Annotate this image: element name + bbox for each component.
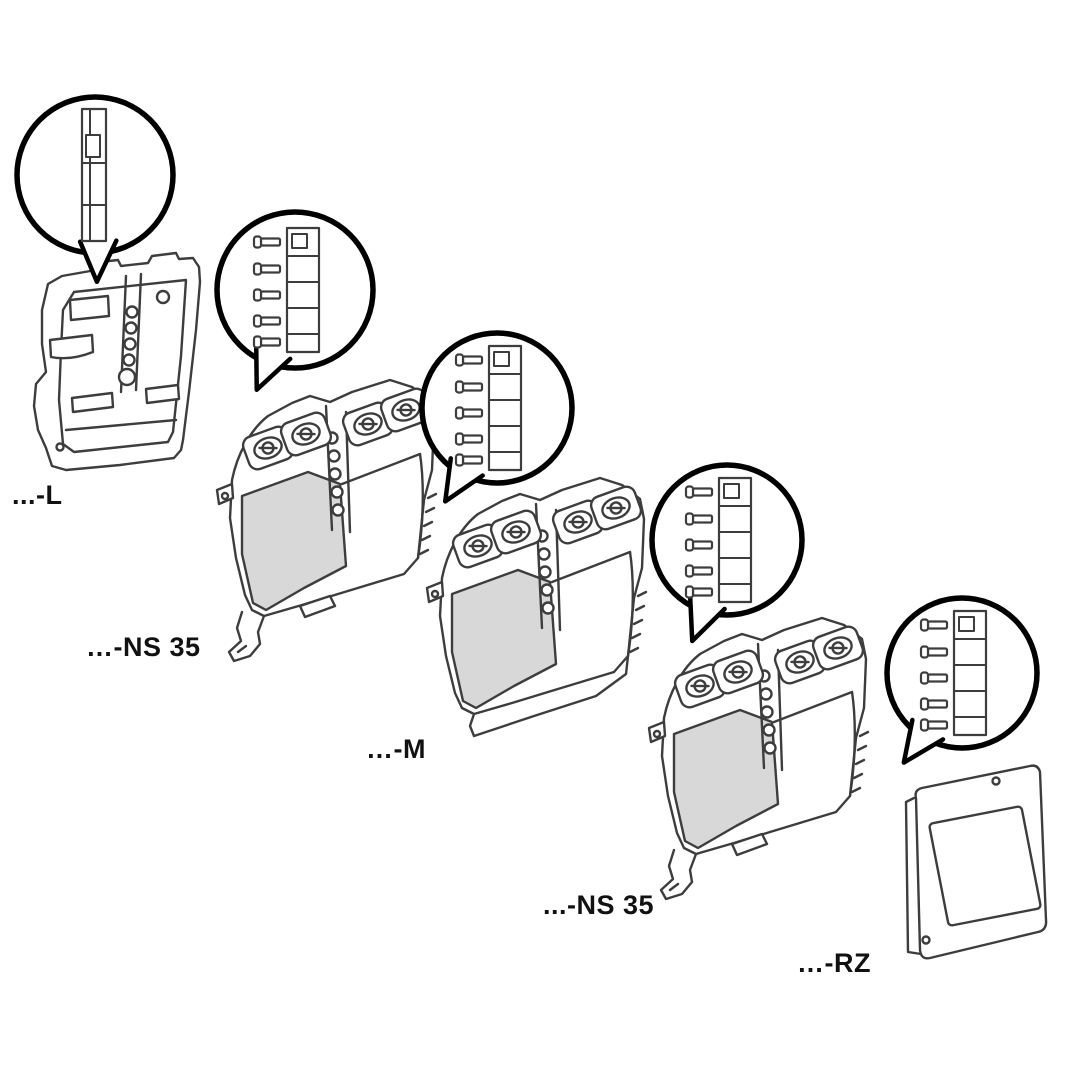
product-terminal-block-ns35-a	[217, 380, 436, 663]
product-end-cover	[904, 764, 1048, 960]
part-label-m: …-M	[366, 734, 426, 764]
product-terminal-block-ns35-b	[649, 618, 868, 901]
part-label-l: ...-L	[12, 480, 63, 510]
detail-callout-end-plate	[14, 94, 176, 283]
detail-callout-ns35-a	[214, 209, 376, 396]
product-terminal-block-m	[427, 478, 646, 738]
product-end-plate	[32, 251, 202, 472]
part-label-ns35-a: …-NS 35	[86, 632, 201, 662]
detail-callout-ns35-b	[649, 462, 805, 646]
part-label-ns35-b: ...-NS 35	[543, 890, 655, 920]
part-label-rz: …-RZ	[797, 948, 871, 978]
detail-callout-m	[419, 330, 575, 511]
detail-callout-end-cover	[884, 595, 1040, 774]
